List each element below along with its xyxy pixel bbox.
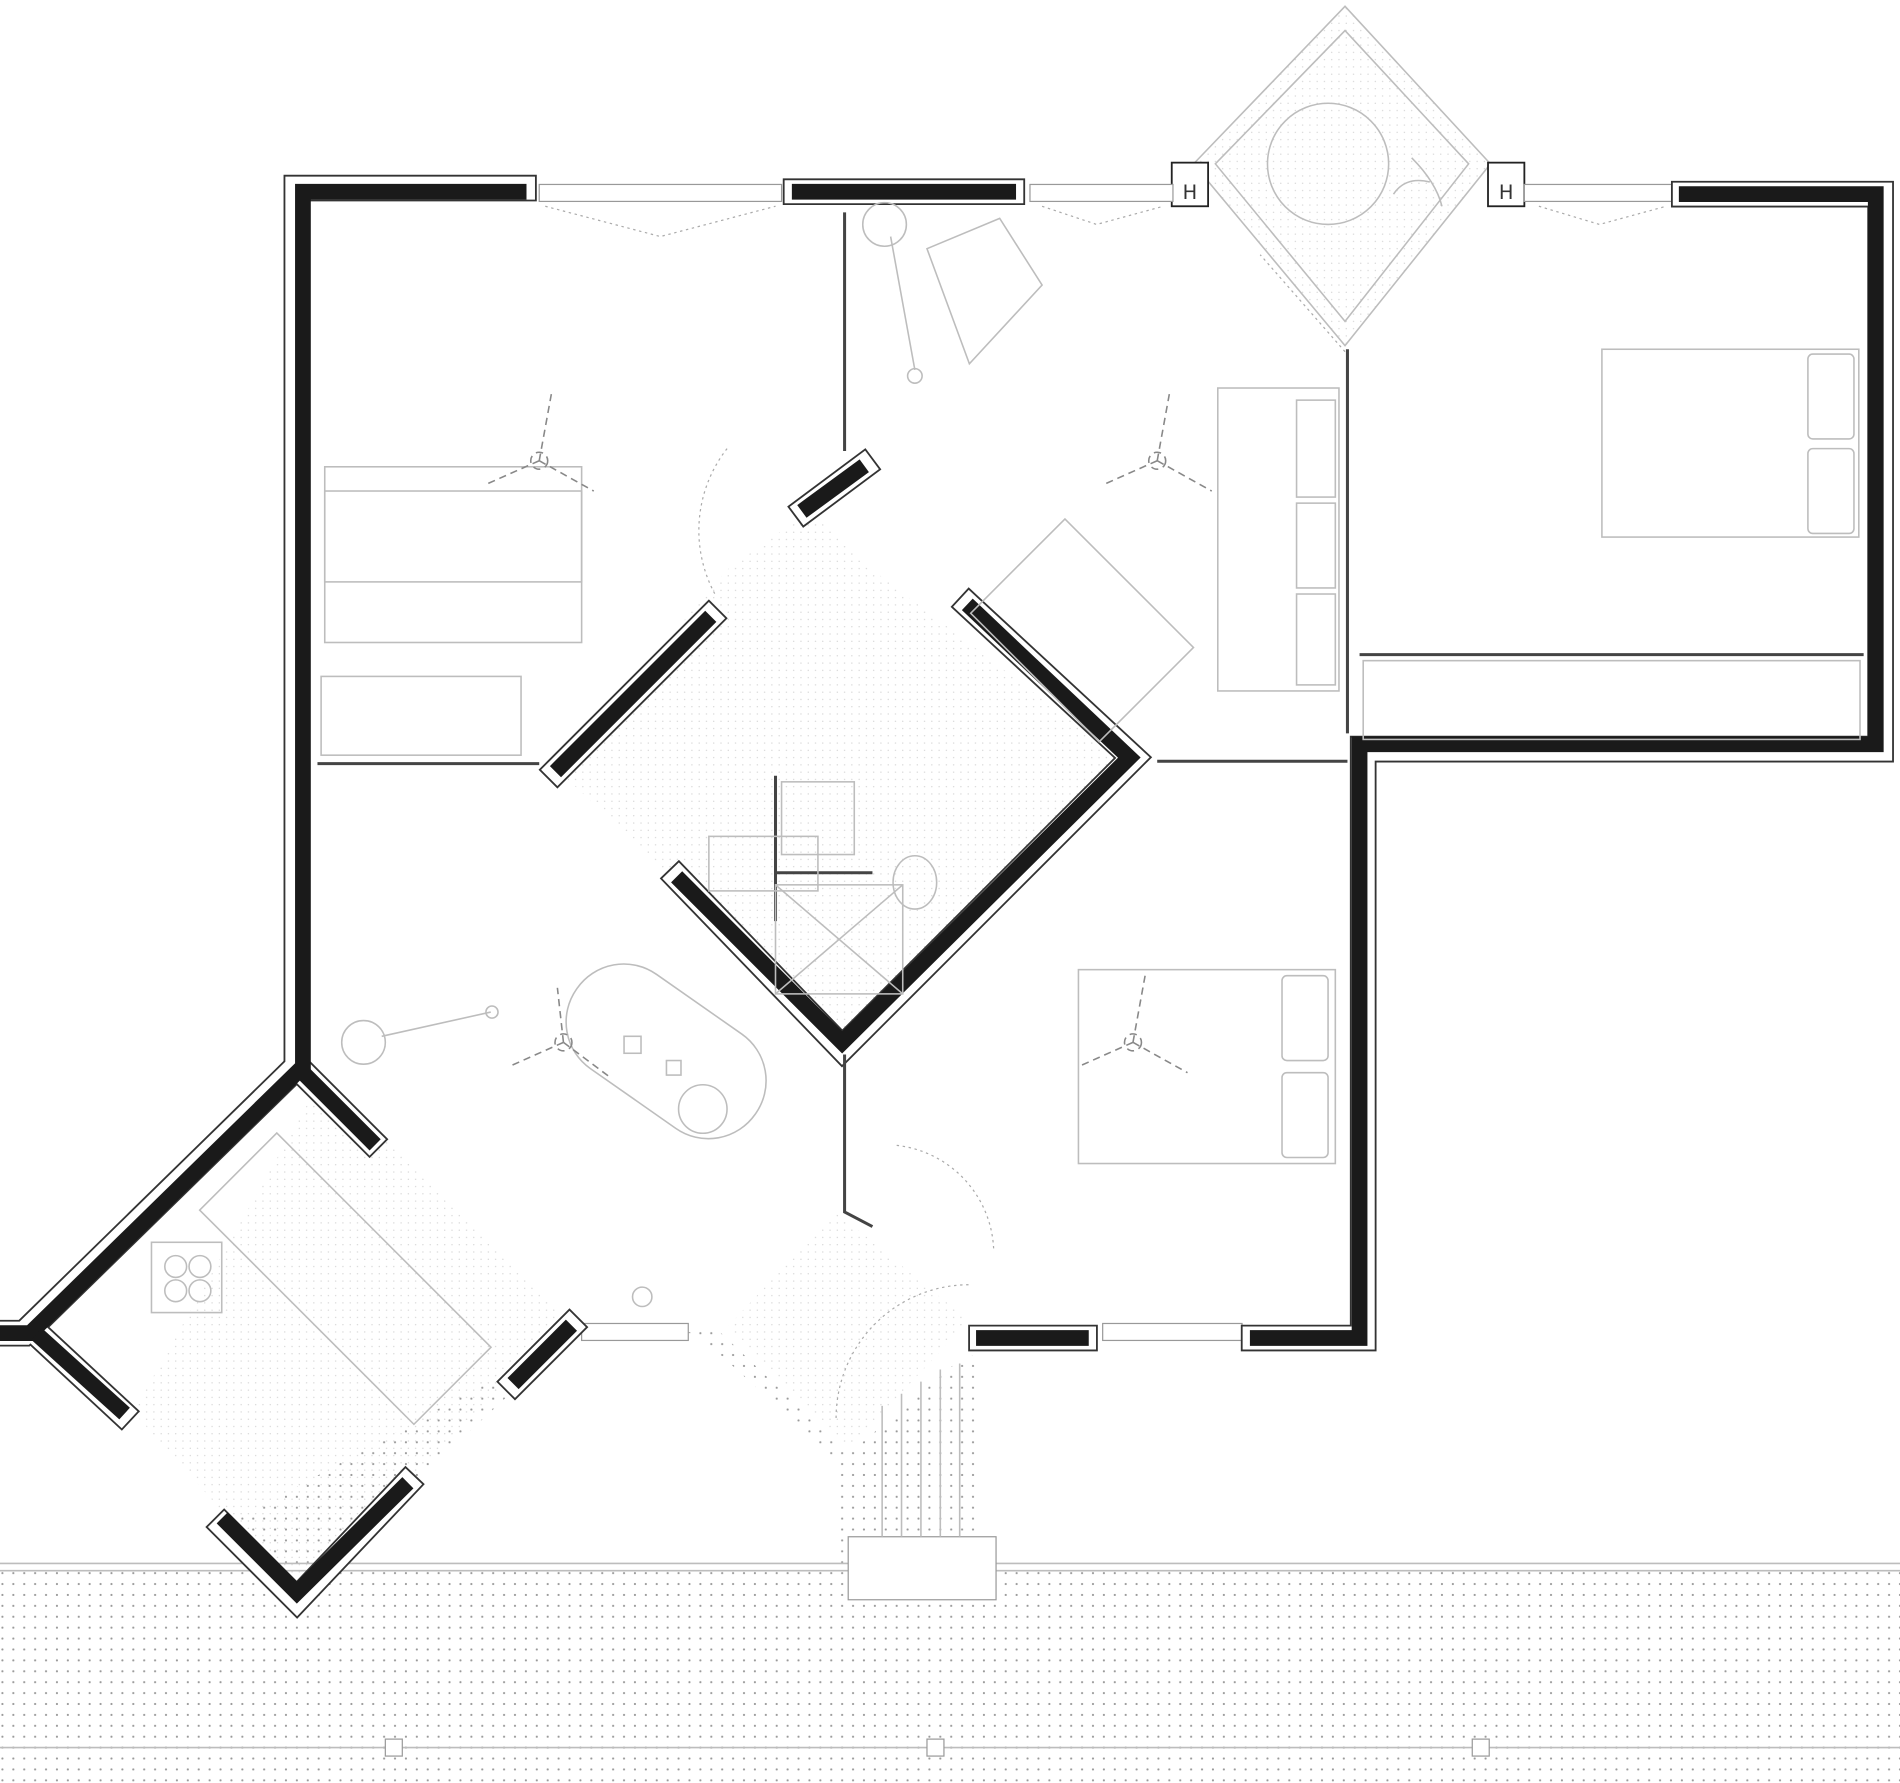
shower	[774, 884, 904, 995]
bay-window	[1192, 5, 1492, 347]
wardrobe-right	[1362, 659, 1861, 741]
double-bed-bottom	[1077, 968, 1337, 1165]
walls	[0, 174, 1894, 1619]
windows	[538, 183, 1677, 1342]
kitchen-counter	[198, 1131, 493, 1426]
single-bed-top	[323, 490, 583, 644]
svg-text:H: H	[1499, 181, 1514, 204]
heater-right: H	[1487, 161, 1526, 208]
heater-left: H	[1170, 161, 1210, 208]
armchair	[925, 217, 1044, 366]
svg-text:H: H	[1183, 181, 1198, 204]
ceiling-fans	[484, 393, 1213, 1080]
dining-table	[565, 963, 767, 1140]
door-swings	[698, 254, 1346, 1418]
stairs	[881, 1363, 961, 1537]
double-bed-right	[1601, 348, 1860, 538]
toilet	[892, 854, 938, 910]
single-bed-bottom	[323, 465, 583, 583]
sofa	[1217, 387, 1340, 692]
cooktop	[150, 1241, 223, 1314]
round-table	[1266, 102, 1390, 226]
entry-step	[847, 1536, 997, 1601]
closet-hall	[969, 517, 1195, 743]
furniture	[150, 201, 1861, 1426]
desk-left	[320, 675, 522, 756]
